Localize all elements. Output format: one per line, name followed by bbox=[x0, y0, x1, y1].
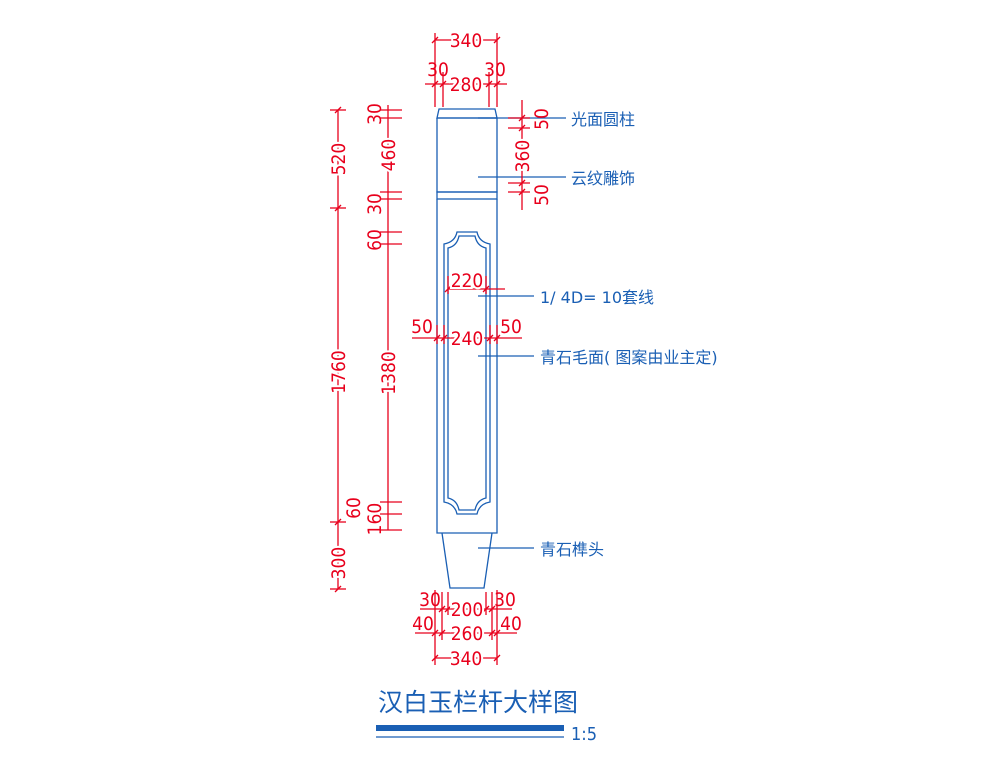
panel-outer-border bbox=[443, 231, 491, 515]
dim-base-side-left: 30 bbox=[419, 589, 441, 611]
dimension-lines bbox=[330, 33, 530, 665]
label-tenon: 青石榫头 bbox=[540, 540, 604, 559]
dim-panel-width: 240 bbox=[451, 328, 484, 350]
dim-right-top: 50 bbox=[531, 108, 553, 130]
dim-top-side-left: 30 bbox=[427, 59, 449, 81]
dim-top-inner: 280 bbox=[450, 74, 483, 96]
dim-panel-side-right: 50 bbox=[500, 316, 522, 338]
dim-panel-inner: 220 bbox=[451, 270, 484, 292]
dim-base-width: 340 bbox=[450, 648, 483, 670]
panel-inner-border bbox=[447, 235, 487, 511]
label-molding: 1/ 4D= 10套线 bbox=[540, 288, 654, 307]
baluster-outline bbox=[436, 108, 498, 589]
label-panel: 青石毛面( 图案由业主定) bbox=[540, 348, 718, 367]
dim-left-shaft: 1760 bbox=[328, 350, 350, 394]
dim-base-side2-right: 40 bbox=[500, 613, 522, 635]
dim-right-bottom: 50 bbox=[531, 184, 553, 206]
dim-base-inner: 200 bbox=[451, 599, 484, 621]
dimension-text: 340 30 280 30 520 1760 300 30 460 30 60 … bbox=[326, 28, 553, 672]
post-shaft bbox=[436, 199, 498, 534]
dim-top-width: 340 bbox=[450, 30, 483, 52]
dim-base-side-right: 30 bbox=[494, 589, 516, 611]
dim-inner-panel: 1380 bbox=[378, 351, 400, 395]
dim-base-mid: 260 bbox=[451, 623, 484, 645]
post-cap bbox=[436, 108, 498, 119]
drawing-scale: 1:5 bbox=[571, 724, 597, 745]
post-collar bbox=[436, 191, 498, 200]
dim-inner-foot: 160 bbox=[364, 503, 386, 536]
post-tenon bbox=[441, 532, 493, 589]
dim-inner-gap-bottom: 60 bbox=[343, 497, 365, 519]
drawing-title: 汉白玉栏杆大样图 bbox=[378, 688, 578, 717]
dim-top-side-right: 30 bbox=[484, 59, 506, 81]
dim-inner-gap-top: 60 bbox=[364, 229, 386, 251]
dim-right-mid: 360 bbox=[512, 140, 534, 173]
dim-inner-cap: 30 bbox=[364, 103, 386, 125]
dim-left-base: 300 bbox=[328, 547, 350, 580]
dim-left-upper: 520 bbox=[328, 143, 350, 176]
label-carving: 云纹雕饰 bbox=[571, 169, 635, 188]
label-cap: 光面圆柱 bbox=[571, 110, 635, 129]
dim-base-side2-left: 40 bbox=[412, 613, 434, 635]
title-underline-thick bbox=[376, 725, 564, 731]
post-head bbox=[436, 118, 498, 193]
dim-panel-side-left: 50 bbox=[411, 316, 433, 338]
dim-inner-collar: 30 bbox=[364, 193, 386, 215]
dim-inner-head: 460 bbox=[378, 139, 400, 172]
